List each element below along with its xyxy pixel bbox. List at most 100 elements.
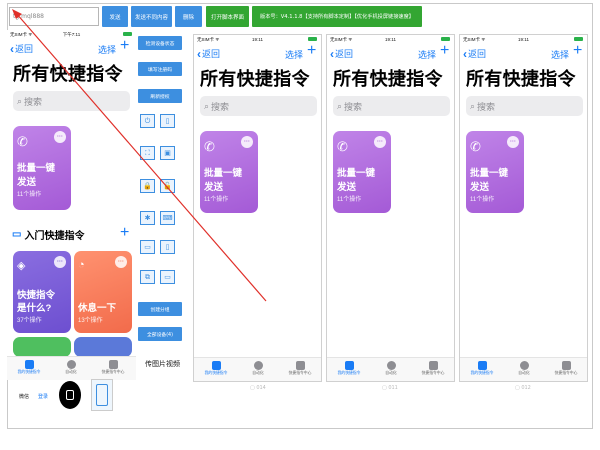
shortcut-card[interactable]: ✆··· 批量一键 发送 11个操作 <box>200 131 258 213</box>
screenshot-icon[interactable]: ▣ <box>160 146 175 160</box>
card-title-line1: 批量一键 <box>17 163 56 174</box>
tab-my-shortcuts[interactable]: 我的快捷指令 <box>462 361 502 376</box>
add-icon[interactable]: + <box>120 37 130 54</box>
phone-call-icon: ✆ <box>204 139 215 154</box>
search-icon: ⌕ <box>337 100 343 111</box>
send-media-label[interactable]: 传图片视频 <box>145 360 180 368</box>
delete-button[interactable]: 删除 <box>175 6 202 27</box>
add-icon[interactable]: + <box>440 42 450 59</box>
search-input[interactable]: ⌕搜索 <box>333 96 450 116</box>
select-button[interactable]: 选择 <box>551 50 570 60</box>
tab-label: 我的快捷指令 <box>204 371 228 375</box>
tablet-icon[interactable]: ▭ <box>140 240 155 254</box>
select-button[interactable]: 选择 <box>98 45 117 55</box>
tab-my-shortcuts[interactable]: 我的快捷指令 <box>329 361 369 376</box>
add-section-icon[interactable]: + <box>120 224 130 241</box>
send-different-button[interactable]: 发送不同内容 <box>131 6 172 27</box>
card2-line2: 是什么? <box>17 303 52 314</box>
open-script-button[interactable]: 打开脚本界面 <box>206 6 249 27</box>
add-icon[interactable]: + <box>573 42 583 59</box>
device-switch-icon[interactable] <box>91 379 113 411</box>
fullscreen-icon[interactable]: ⛶ <box>140 146 155 160</box>
card-title-line2: 发送 <box>204 182 224 193</box>
shortcut-card[interactable]: ✆··· 批量一键 发送 11个操作 <box>466 131 524 213</box>
phone-call-icon: ✆ <box>470 139 481 154</box>
message-input[interactable]: tg:mql888 <box>9 7 99 26</box>
tab-gallery[interactable]: 快捷指令中心 <box>546 361 586 376</box>
back-button[interactable]: ‹返回 <box>10 42 33 55</box>
more-icon[interactable]: ··· <box>115 256 127 268</box>
create-group-button[interactable]: 创建分组 <box>138 302 182 316</box>
section-header: ▭ 入门快捷指令 <box>12 227 84 242</box>
login-label[interactable]: 登录 <box>38 394 49 400</box>
battery-icon <box>441 37 450 41</box>
clock-label: 19:11 <box>385 37 396 42</box>
search-input[interactable]: ⌕ 搜索 <box>13 91 130 111</box>
grid-icon <box>477 361 487 370</box>
add-icon[interactable]: + <box>307 42 317 59</box>
gallery-icon <box>108 360 118 369</box>
card-title-line2: 发送 <box>17 177 37 188</box>
select-button[interactable]: 选择 <box>418 50 437 60</box>
tab-gallery[interactable]: 快捷指令中心 <box>280 361 320 376</box>
phone-outline-icon[interactable]: ▯ <box>160 240 175 254</box>
card-subtitle: 11个操作 <box>17 192 42 198</box>
monitor-icon[interactable]: ▭ <box>160 270 175 284</box>
main-phone-screen[interactable]: 无SIM卡 ᯤ 下午7:11 ‹返回 选择 + 所有快捷指令 ⌕ 搜索 ✆ ··… <box>7 30 136 380</box>
tab-gallery[interactable]: 快捷指令中心 <box>413 361 453 376</box>
tab-bar: 我的快捷指令 自动化 快捷指令中心 <box>327 357 454 381</box>
keyboard-icon[interactable]: ⌨ <box>160 211 175 225</box>
page-title: 所有快捷指令 <box>13 64 123 84</box>
back-button[interactable]: ‹返回 <box>197 47 220 60</box>
more-icon[interactable]: ··· <box>241 136 253 148</box>
tab-my-shortcuts[interactable]: 我的快捷指令 <box>196 361 236 376</box>
more-icon[interactable]: ··· <box>54 131 66 143</box>
starter-card-green[interactable] <box>13 337 71 357</box>
tab-label: 我的快捷指令 <box>337 371 361 375</box>
tab-automation[interactable]: 自动化 <box>51 360 91 375</box>
devices-icon[interactable]: ⧉ <box>140 270 155 284</box>
starter-card-break[interactable]: ◔ ··· 休息一下 13个操作 <box>74 251 132 333</box>
starter-card-what-is[interactable]: ◈ ··· 快捷指令 是什么? 37个操作 <box>13 251 71 333</box>
more-icon[interactable]: ··· <box>507 136 519 148</box>
select-button[interactable]: 选择 <box>285 50 304 60</box>
bug-icon[interactable]: ✱ <box>140 211 155 225</box>
search-input[interactable]: ⌕搜索 <box>200 96 317 116</box>
back-button[interactable]: ‹返回 <box>330 47 353 60</box>
chevron-left-icon: ‹ <box>330 46 334 61</box>
tab-gallery[interactable]: 快捷指令中心 <box>93 360 133 375</box>
check-device-button[interactable]: 检测设备状态 <box>138 36 182 50</box>
gallery-icon <box>561 361 571 370</box>
home-button[interactable] <box>59 381 81 409</box>
refresh-auth-button[interactable]: 刷新授权 <box>138 89 182 103</box>
nav-bar: ‹返回 选择 + <box>7 37 136 56</box>
phone-icon[interactable]: ▯ <box>160 114 175 128</box>
search-input[interactable]: ⌕搜索 <box>466 96 583 116</box>
tab-automation[interactable]: 自动化 <box>504 361 544 376</box>
back-button[interactable]: ‹返回 <box>463 47 486 60</box>
more-icon[interactable]: ··· <box>54 256 66 268</box>
tab-my-shortcuts[interactable]: 我的快捷指令 <box>9 360 49 375</box>
starter-card-blue[interactable] <box>74 337 132 357</box>
lock-icon[interactable]: 🔒 <box>140 179 155 193</box>
card2-subtitle: 37个操作 <box>17 318 42 324</box>
shortcut-card[interactable]: ✆··· 批量一键 发送 11个操作 <box>333 131 391 213</box>
tab-automation[interactable]: 自动化 <box>238 361 278 376</box>
all-devices-button[interactable]: 全部设备(4) <box>138 327 182 341</box>
card-title-line1: 批量一键 <box>204 168 243 179</box>
search-placeholder: 搜索 <box>477 101 496 112</box>
chevron-left-icon: ‹ <box>197 46 201 61</box>
unlock-icon[interactable]: 🔓 <box>160 179 175 193</box>
carrier-label: 无SIM卡 ᯤ <box>463 37 486 42</box>
shortcut-card[interactable]: ✆ ··· 批量一键 发送 11个操作 <box>13 126 71 210</box>
write-code-button[interactable]: 填写注册码 <box>138 62 182 76</box>
send-button[interactable]: 发送 <box>102 6 128 27</box>
phone-outline-icon <box>96 384 108 406</box>
tab-automation[interactable]: 自动化 <box>371 361 411 376</box>
power-icon[interactable]: ⏻ <box>140 114 155 128</box>
more-icon[interactable]: ··· <box>374 136 386 148</box>
